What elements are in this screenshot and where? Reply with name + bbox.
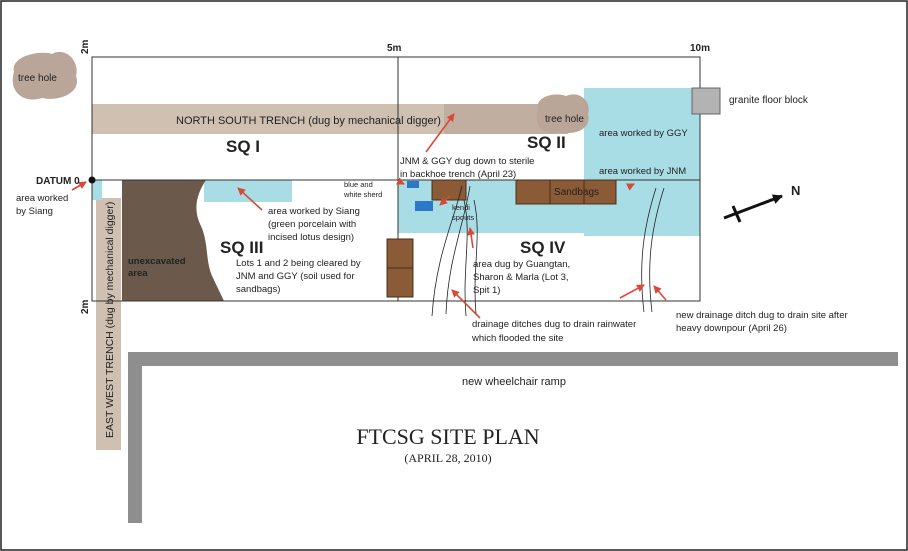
tree-hole-trench-overlap (444, 104, 568, 134)
unexcavated-area (122, 180, 224, 301)
siang-datum-2: by Siang (16, 206, 53, 217)
ew-trench-label: EAST WEST TRENCH (dug by mechanical digg… (104, 202, 116, 438)
sandbag (386, 267, 414, 298)
drainage-ditches (431, 185, 665, 317)
lots-3: sandbags) (236, 284, 280, 295)
annotation-arrows (71, 113, 667, 319)
sherd-2: white sherd (343, 190, 382, 199)
granite-label: granite floor block (729, 95, 809, 106)
siang-porcelain-3: incised lotus design) (268, 232, 354, 243)
square-sq1: SQ I (226, 137, 260, 156)
new-ditch-2: heavy downpour (April 26) (676, 323, 787, 334)
tree-hole-left (12, 51, 78, 100)
sandbags-label: Sandbags (554, 187, 599, 198)
kendi-1: kendi (452, 203, 470, 212)
square-sq2: SQ II (527, 133, 566, 152)
sandbag (515, 179, 551, 205)
area-ggy (584, 88, 700, 180)
scale-5m: 5m (387, 43, 402, 54)
scale-2m-bottom: 2m (80, 299, 91, 314)
area-siang-porcelain (204, 180, 292, 202)
backhoe-2: in backhoe trench (April 23) (400, 169, 516, 180)
datum-label: DATUM 0 (36, 176, 80, 187)
sherd-marker (407, 181, 419, 188)
guangtan-3: Spit 1) (473, 285, 500, 296)
sherd-1: blue and (344, 180, 373, 189)
page-title: FTCSG SITE PLAN (356, 424, 539, 449)
unexcavated-label-2: area (128, 268, 148, 279)
sandbag (431, 179, 467, 201)
lots-1: Lots 1 and 2 being cleared by (236, 258, 361, 269)
sandbag-group (386, 179, 617, 298)
scale-2m-top: 2m (80, 39, 91, 54)
backhoe-1: JNM & GGY dug down to sterile (400, 156, 534, 167)
north-arrow-icon (723, 194, 783, 223)
square-sq3: SQ III (220, 238, 263, 257)
granite-floor-block (691, 87, 721, 115)
page-subtitle: (APRIL 28, 2010) (404, 451, 491, 465)
sandbag (583, 179, 617, 205)
area-siang-datum (92, 180, 102, 200)
tree-hole-left-label: tree hole (18, 73, 57, 84)
north-label: N (791, 183, 800, 198)
east-west-trench (96, 198, 121, 450)
guangtan-2: Sharon & Marla (Lot 3, (473, 272, 569, 283)
drainage-2: which flooded the site (471, 333, 563, 344)
new-ditch-1: new drainage ditch dug to drain site aft… (676, 310, 848, 321)
siang-datum-1: area worked (16, 193, 68, 204)
ramp-label: new wheelchair ramp (462, 376, 566, 388)
jnm-label: area worked by JNM (599, 166, 686, 177)
guangtan-1: area dug by Guangtan, (473, 259, 570, 270)
kendi-marker (415, 201, 433, 211)
scale-10m: 10m (690, 43, 710, 54)
unexcavated-label-1: unexcavated (128, 256, 186, 267)
sandbag (386, 238, 414, 269)
square-sq4: SQ IV (520, 238, 566, 257)
siang-porcelain-1: area worked by Siang (268, 206, 360, 217)
datum-point (88, 176, 96, 184)
lots-2: JNM and GGY (soil used for (236, 271, 355, 282)
ggy-label: area worked by GGY (599, 128, 688, 139)
kendi-2: spouts (452, 213, 474, 222)
tree-hole-right-label: tree hole (545, 114, 584, 125)
siang-porcelain-2: (green porcelain with (268, 219, 356, 230)
ns-trench-label: NORTH SOUTH TRENCH (dug by mechanical di… (176, 115, 441, 127)
sandbag (549, 179, 585, 205)
drainage-1: drainage ditches dug to drain rainwater (472, 319, 636, 330)
